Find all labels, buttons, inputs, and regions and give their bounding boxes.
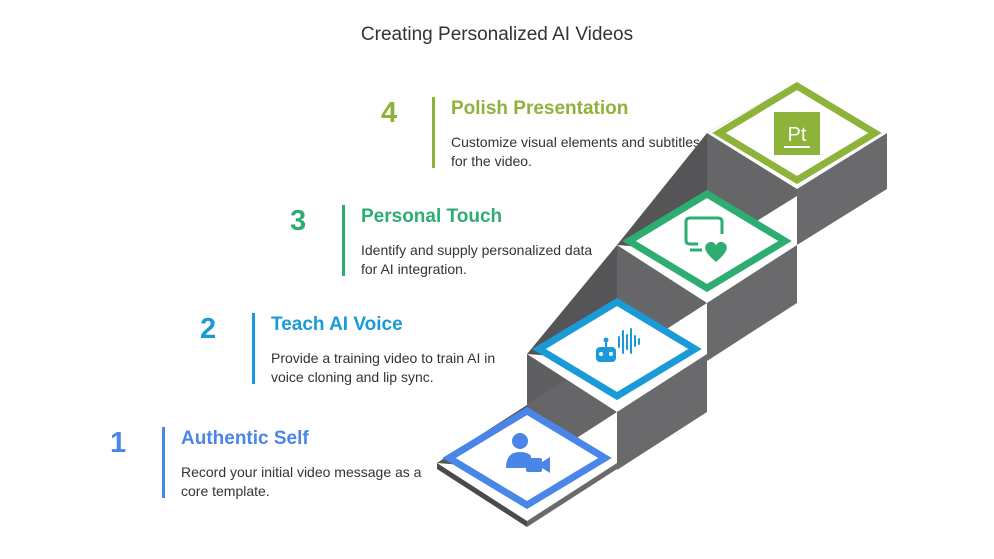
step-2-description: Provide a training video to train AI in … bbox=[271, 350, 496, 385]
step-1-heading: Authentic Self bbox=[181, 428, 309, 449]
step-4-divider bbox=[432, 97, 435, 168]
person-video-icon bbox=[506, 433, 550, 473]
step-2-divider bbox=[252, 313, 255, 384]
step-1-description: Record your initial video message as a c… bbox=[181, 464, 422, 499]
step-1-divider bbox=[162, 427, 165, 498]
step-4-description: Customize visual elements and subtitles … bbox=[451, 134, 701, 169]
step-1-number: 1 bbox=[110, 427, 127, 459]
step-2-number: 2 bbox=[200, 313, 217, 345]
robot-voice-icon bbox=[596, 328, 640, 362]
diagram-title: Creating Personalized AI Videos bbox=[360, 24, 634, 45]
step-3-number: 3 bbox=[290, 205, 307, 237]
step-3-description: Identify and supply personalized data fo… bbox=[361, 242, 593, 277]
step-2-heading: Teach AI Voice bbox=[271, 314, 403, 335]
pt-badge-icon: Pt bbox=[774, 112, 820, 155]
step-4-number: 4 bbox=[381, 97, 398, 129]
step-2-tread bbox=[532, 297, 702, 401]
step-3-tread bbox=[622, 189, 792, 293]
screen-heart-icon bbox=[684, 216, 727, 262]
step-4-heading: Polish Presentation bbox=[451, 98, 629, 119]
step-3-heading: Personal Touch bbox=[361, 206, 503, 227]
step-3-divider bbox=[342, 205, 345, 276]
pt-badge-label: Pt bbox=[788, 124, 807, 146]
